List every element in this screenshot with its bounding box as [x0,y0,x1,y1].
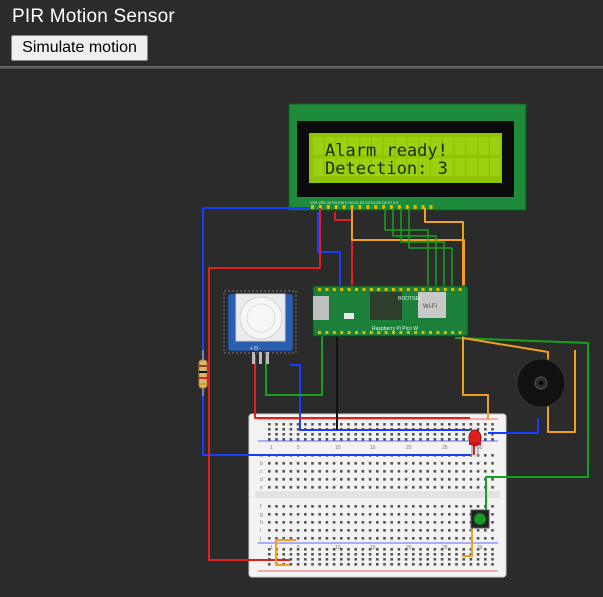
lcd-display[interactable]: Alarm ready! Detection: 3 VSS VDD V0 RS … [288,103,527,211]
bootsel-button [344,313,354,319]
wire-orange-lcd-1 [351,208,465,286]
bb-row-label: b [260,461,263,467]
wire-red-lcd-vdd [208,208,321,561]
wire-green-lcd-d7 [408,208,453,286]
bb-col-label: 30 [477,445,483,451]
bb-col-label: 5 [297,545,300,551]
bb-col-label: 30 [477,545,483,551]
buzzer[interactable] [516,358,566,408]
lcd-pin-labels: VSS VDD V0 RS RW E D0 D1 D2 D3 D4 D5 D6 … [310,201,399,205]
pico-chip [370,292,402,320]
lcd-line-2: Detection: 3 [325,159,448,179]
bb-row-label: c [260,469,263,475]
wire-green-lcd-d4 [384,208,429,286]
pir-pin-labels: + D - [250,346,261,352]
bb-col-label: 15 [370,545,376,551]
bb-col-label: 25 [442,545,448,551]
pico-pin-rows [318,288,462,334]
pir-sensor[interactable]: + D - [223,290,297,364]
pico-board-label: Raspberry Pi Pico W [372,326,418,332]
lcd-line-1: Alarm ready! [325,141,448,161]
wire-orange-bottom [275,539,296,566]
wire-orange-right [462,528,473,557]
bb-col-label: 10 [335,545,341,551]
page-title: PIR Motion Sensor [12,6,175,27]
lcd-character-cells [313,137,501,176]
lcd-pin-header [311,205,433,209]
wire-blue-pico-gnd [317,212,341,288]
resistor[interactable] [198,350,208,396]
breadboard-column-numbers: 1 5 10 15 20 25 30 1 5 10 15 20 25 30 [270,445,483,551]
bb-col-label: 20 [406,445,412,451]
bb-row-label: i [260,528,261,534]
wire-red-pico-vbus [334,212,353,285]
wires[interactable] [202,207,589,566]
usb-port [313,296,329,320]
bb-row-label: j [259,536,261,542]
wire-green-lcd-d5 [392,208,437,286]
bb-col-label: 5 [297,445,300,451]
pico-w-board[interactable]: Wi-Fi Raspberry Pi Pico W BOOTSEL [312,285,469,337]
bb-row-label: d [260,477,263,483]
bb-col-label: 20 [406,545,412,551]
bb-col-label: 10 [335,445,341,451]
breadboard[interactable]: 1 5 10 15 20 25 30 1 5 10 15 20 25 30 a … [248,413,507,578]
wire-green-pir-data [265,322,323,396]
bb-col-label: 1 [270,445,273,451]
wire-orange-pico-buzzer [462,337,576,433]
wire-red-pir-vcc [254,355,470,419]
wire-green-lcd-d6 [400,208,445,286]
bb-row-label: f [260,504,262,510]
pir-dome [239,296,283,340]
bb-row-label: e [260,485,263,491]
toolbar: PIR Motion Sensor Simulate motion [0,0,603,66]
red-led[interactable] [468,429,482,456]
wire-blue-pir-gnd [290,364,470,431]
wire-blue-buzzer [488,418,539,434]
bb-col-label: 25 [442,445,448,451]
bb-col-label: 15 [370,445,376,451]
wire-green-button [454,337,589,512]
toolbar-divider [0,66,603,69]
bb-col-label: 1 [270,545,273,551]
bb-row-label: g [260,512,263,518]
bb-row-label: h [260,520,263,526]
wire-blue-gnd-lcd [202,207,470,456]
wifi-label: Wi-Fi [423,304,437,310]
wifi-module [418,292,446,318]
simulate-motion-button[interactable]: Simulate motion [11,35,148,61]
circuit-canvas[interactable]: 1 5 10 15 20 25 30 1 5 10 15 20 25 30 a … [0,69,603,592]
bootsel-label: BOOTSEL [398,296,422,302]
push-button[interactable] [470,509,490,529]
